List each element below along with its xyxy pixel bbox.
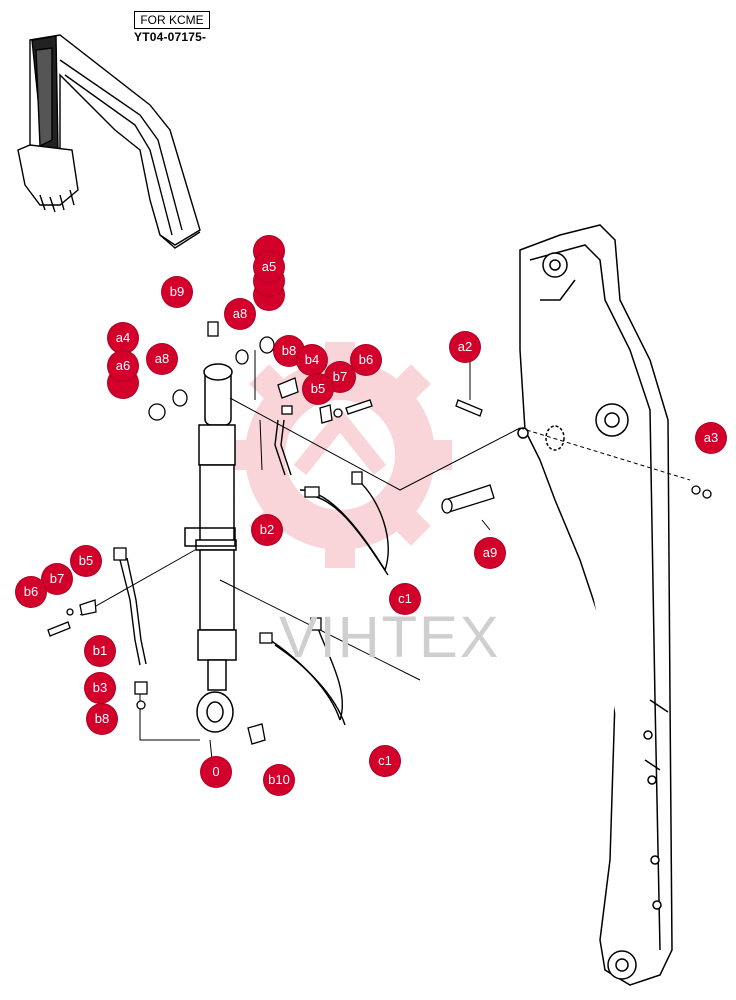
callout-a6[interactable]: a6	[108, 351, 138, 381]
callout-b5-left[interactable]: b5	[71, 546, 101, 576]
boom-cylinder	[184, 363, 237, 733]
callout-a8-left[interactable]: a8	[147, 344, 177, 374]
callout-b7-left[interactable]: b7	[42, 564, 72, 594]
callout-b6-left[interactable]: b6	[16, 577, 46, 607]
callout-a5[interactable]: a5	[254, 252, 284, 282]
callout-b9[interactable]: b9	[162, 277, 192, 307]
callout-b4[interactable]: b4	[297, 345, 327, 375]
callout-c1-top[interactable]: c1	[390, 584, 420, 614]
callout-a2[interactable]: a2	[450, 332, 480, 362]
callout-b10[interactable]: b10	[264, 765, 294, 795]
variant-label: FOR KCME	[134, 11, 210, 29]
inset-arm-illustration	[17, 34, 201, 249]
callout-a3[interactable]: a3	[696, 423, 726, 453]
callout-a9[interactable]: a9	[475, 538, 505, 568]
callout-b2[interactable]: b2	[252, 515, 282, 545]
callout-b8-left[interactable]: b8	[87, 704, 117, 734]
callout-b5-top[interactable]: b5	[303, 374, 333, 404]
watermark-text: VIHTEX	[279, 605, 501, 670]
small-parts	[47, 321, 712, 745]
boom-illustration	[517, 224, 673, 986]
callout-0[interactable]: 0	[201, 757, 231, 787]
callout-b6-top[interactable]: b6	[351, 345, 381, 375]
callout-a4[interactable]: a4	[108, 323, 138, 353]
callout-b1[interactable]: b1	[85, 636, 115, 666]
callout-b3[interactable]: b3	[85, 673, 115, 703]
callout-a8-top[interactable]: a8	[225, 299, 255, 329]
callout-c1-bottom[interactable]: c1	[370, 746, 400, 776]
serial-range: YT04-07175-	[134, 30, 207, 44]
